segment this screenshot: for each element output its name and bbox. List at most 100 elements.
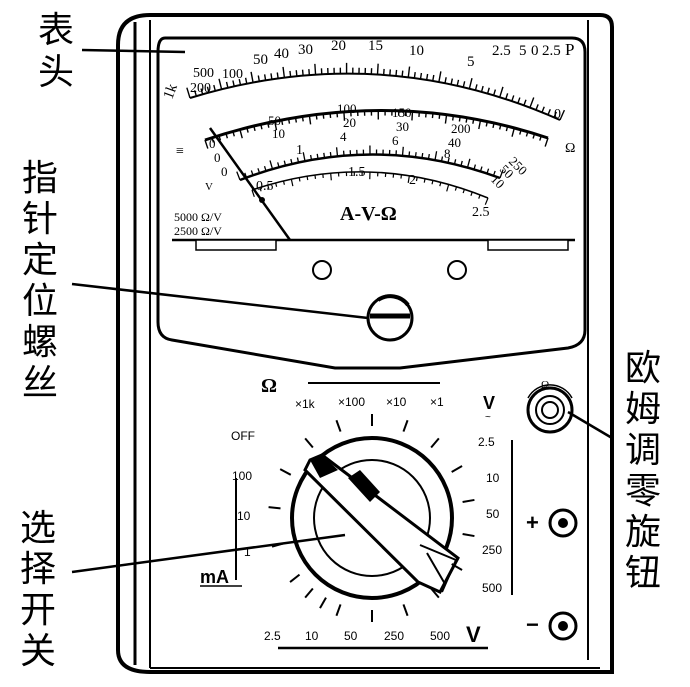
zero-1-label: 0 xyxy=(209,136,216,151)
scale-tick xyxy=(401,146,404,156)
model-text: A-V-Ω xyxy=(340,203,397,225)
scale-tick xyxy=(446,184,450,192)
scale-tick xyxy=(517,97,521,104)
scale-tick xyxy=(478,194,481,199)
lv-2-label: 2 xyxy=(409,173,416,188)
sensitivity-5000: 5000 Ω/V xyxy=(174,210,222,224)
scale-tick xyxy=(302,152,306,162)
scale-tick xyxy=(484,197,489,205)
scale-tick xyxy=(250,170,254,176)
scale-tick xyxy=(301,116,304,122)
scale-tick xyxy=(275,182,278,187)
minus-terminal[interactable]: − xyxy=(526,611,578,641)
ma-range-group: OFF 100 10 1 mA xyxy=(200,429,255,587)
ohm-500-label: 500 xyxy=(193,66,214,81)
scale-tick xyxy=(553,111,558,118)
dial-tick xyxy=(289,573,301,583)
scale-tick xyxy=(260,124,263,130)
scale-tick xyxy=(239,129,243,139)
ohm-knob-char-6: 钮 xyxy=(625,553,661,594)
v-dc-10-label: 10 xyxy=(305,629,319,643)
scale-tick xyxy=(211,137,215,143)
svg-text:~: ~ xyxy=(485,412,491,423)
callout-meter-head: 表 头 xyxy=(38,10,74,93)
callout-selector-switch: 选 择 开 关 xyxy=(20,508,56,672)
dial-handle-dark-tip xyxy=(310,455,338,478)
ohm-20-label: 20 xyxy=(331,38,346,54)
scale-tick xyxy=(294,117,298,123)
plus-terminal[interactable]: + xyxy=(526,508,578,538)
dial-tick xyxy=(335,604,342,617)
scale-tick xyxy=(535,104,539,111)
scale-tick xyxy=(315,114,318,120)
scale-tick xyxy=(257,75,261,82)
scale-tick xyxy=(444,77,447,84)
scale-tick xyxy=(492,89,497,96)
scale-tick xyxy=(451,115,455,121)
ohm-100-label: 100 xyxy=(222,67,243,82)
scale-tick xyxy=(480,85,484,92)
v-ac-250-label: 250 xyxy=(482,543,502,557)
scale-tick xyxy=(415,177,418,182)
scale-tick xyxy=(270,73,273,80)
scale-tick xyxy=(492,170,496,176)
lv-1-5-label: 1.5 xyxy=(348,165,366,180)
scale-tick xyxy=(411,111,414,121)
scale-tick xyxy=(559,109,566,121)
scale-tick xyxy=(329,151,332,158)
pointer-screw-char-6: 丝 xyxy=(22,363,58,404)
scale-ticks xyxy=(186,62,566,205)
scale-tick xyxy=(322,113,325,119)
pointer-screw[interactable] xyxy=(366,294,414,342)
ohm-2-5b-label: 2.5 xyxy=(542,43,561,59)
scale-tick xyxy=(438,71,442,83)
scale-tick xyxy=(306,176,309,181)
scale-tick xyxy=(547,109,551,116)
scale-tick xyxy=(218,135,222,141)
scale-tick xyxy=(425,73,429,80)
scale-tick xyxy=(408,151,411,157)
scale-tick xyxy=(308,115,312,125)
lv-2-5-label: 2.5 xyxy=(472,205,490,220)
ohm-zero-knob[interactable]: Ω xyxy=(526,379,574,434)
scale-tick xyxy=(267,122,270,128)
ma-1-label: 1 xyxy=(244,545,251,559)
scale-tick xyxy=(330,173,332,181)
ohm-range-x1: ×1 xyxy=(430,395,444,409)
zero-2-label: 0 xyxy=(214,150,221,165)
dial-tick xyxy=(304,587,314,599)
dial-tick xyxy=(335,419,342,432)
lv-0-5-label: 0.5 xyxy=(256,179,274,194)
meter-head-char-2: 头 xyxy=(38,52,74,93)
v-dc-50-label: 50 xyxy=(344,629,358,643)
dial-tick xyxy=(304,437,314,449)
scale-tick xyxy=(541,106,545,113)
dial-tick xyxy=(279,468,292,476)
meter-pointer xyxy=(208,127,292,241)
dial-tick xyxy=(451,563,463,571)
ohm-1k-label: 1k xyxy=(161,81,181,101)
selector-switch[interactable] xyxy=(290,436,460,600)
scale-tick xyxy=(276,72,279,79)
pointer-screw-char-5: 螺 xyxy=(22,322,58,363)
scale-tick xyxy=(498,124,502,130)
scale-tick xyxy=(444,114,448,124)
scale-tick xyxy=(290,178,294,187)
ohm-15-label: 15 xyxy=(368,38,383,54)
scale-tick xyxy=(193,90,198,97)
scale-tick xyxy=(519,129,522,135)
dial-tick xyxy=(462,498,475,504)
scale-tick xyxy=(478,120,482,130)
selector-char-1: 选 xyxy=(20,508,56,549)
scale-tick xyxy=(499,169,504,179)
meter-window xyxy=(156,36,587,370)
scale-tick xyxy=(539,135,542,141)
scale-tick xyxy=(505,126,509,132)
scale-tick xyxy=(287,118,291,124)
scale-tick xyxy=(290,158,293,165)
ohm-5-label: 5 xyxy=(467,54,475,70)
scale-tick xyxy=(479,166,483,172)
left-mark-1: ≡ xyxy=(176,144,184,159)
scale-tick xyxy=(280,119,284,126)
